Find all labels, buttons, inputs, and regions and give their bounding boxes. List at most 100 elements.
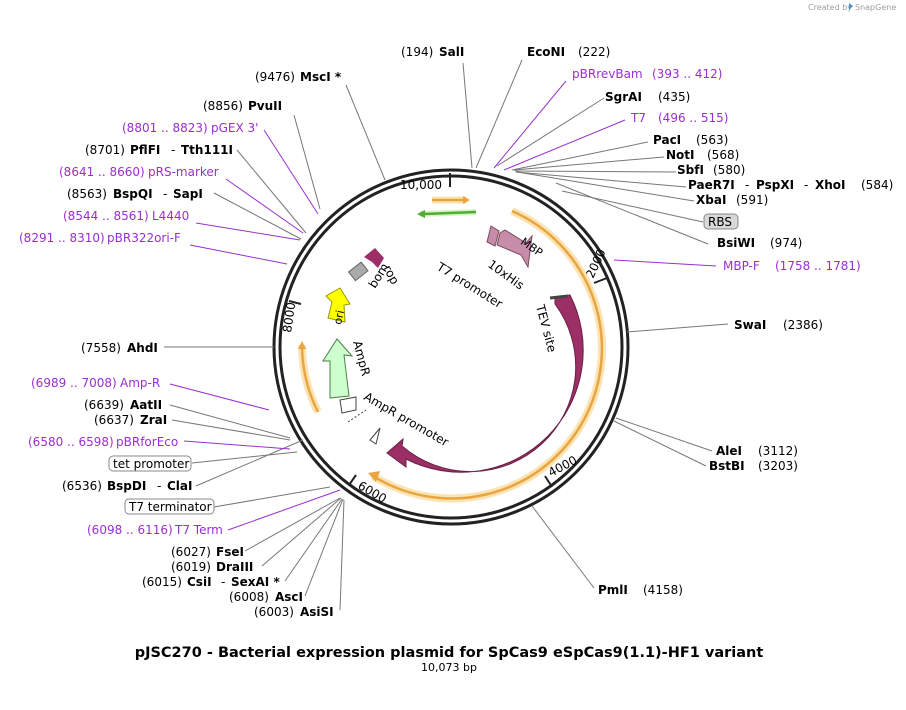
snapgene-logo: SnapGene: [849, 3, 896, 12]
site-sgrai[interactable]: SgrAI: [605, 90, 642, 104]
line-sgrai: [496, 97, 605, 167]
credit-text: Created by: [808, 3, 852, 12]
primer-pbrforeco[interactable]: pBRforEco: [116, 435, 178, 449]
site-pmli[interactable]: PmlI: [598, 583, 628, 597]
site-sali[interactable]: SalI: [439, 45, 464, 59]
site-ahdi[interactable]: AhdI: [127, 341, 158, 355]
primer-mbpf[interactable]: MBP-F: [723, 259, 760, 273]
site-asisi-pos: (6003): [254, 605, 294, 619]
site-xhoi[interactable]: XhoI: [815, 178, 846, 192]
feature-tev-label: TEV site: [533, 302, 559, 354]
site-clai[interactable]: ClaI: [167, 479, 192, 493]
box-tet-promoter: [108, 455, 192, 472]
line-aatii: [169, 404, 291, 439]
feature-mbp: [496, 229, 533, 269]
site-zrai[interactable]: ZraI: [140, 413, 167, 427]
site-csii[interactable]: CsiI: [187, 575, 212, 589]
site-econi[interactable]: EcoNI: [527, 45, 565, 59]
site-pspxi[interactable]: PspXI: [756, 178, 794, 192]
site-draiii[interactable]: DraIII: [216, 560, 253, 574]
site-pvuii[interactable]: PvuII: [248, 99, 282, 113]
site-pflfi[interactable]: PflFI: [130, 143, 160, 157]
plasmid-length: 10,073 bp: [421, 661, 477, 674]
primer-l4440[interactable]: L4440: [152, 209, 189, 223]
feature-ampr-label: AmpR: [350, 339, 373, 377]
box-tet-promoter-label[interactable]: tet promoter: [113, 457, 189, 471]
primer-mbpf-pos: (1758 .. 1781): [775, 259, 861, 273]
credit-brand: SnapGene: [855, 3, 896, 12]
orf-cas9-arrowhead: [368, 471, 380, 482]
site-bspdi[interactable]: BspDI: [107, 479, 146, 493]
box-t7-terminator: [124, 498, 215, 515]
line-bspdi: [195, 439, 304, 487]
orf-green-arrowhead: [417, 210, 425, 218]
feature-small-marker: [369, 427, 381, 445]
line-pmli: [531, 505, 595, 589]
line-sali: [462, 62, 473, 169]
site-asisi[interactable]: AsiSI: [300, 605, 334, 619]
site-tth111i[interactable]: Tth111I: [181, 143, 233, 157]
box-rbs-label[interactable]: RBS: [708, 215, 732, 229]
line-l4440: [195, 222, 301, 241]
primer-prsmarker[interactable]: pRS-marker: [148, 165, 219, 179]
site-sexai[interactable]: SexAI *: [231, 575, 280, 589]
site-swai[interactable]: SwaI: [734, 318, 766, 332]
tick-4000: [544, 475, 553, 488]
feature-his-label: 10xHis: [485, 257, 526, 292]
line-pbr322ori: [189, 244, 288, 265]
site-sbfi-pos: (580): [713, 163, 745, 177]
site-bspqi-pos: (8563): [67, 187, 107, 201]
site-pmli-pos: (4158): [643, 583, 683, 597]
site-asci[interactable]: AscI: [275, 590, 303, 604]
feature-ampr-promoter-dash: [347, 409, 367, 423]
site-bstbi[interactable]: BstBI: [709, 459, 745, 473]
site-msci[interactable]: MscI *: [300, 70, 342, 84]
tick-6000: [348, 474, 357, 486]
site-xbai[interactable]: XbaI: [696, 193, 726, 207]
site-pflfi-dash: -: [171, 143, 175, 157]
site-alei[interactable]: AleI: [716, 444, 742, 458]
box-rbs: [703, 213, 739, 230]
line-t7terminator: [213, 486, 331, 508]
line-asisi: [339, 499, 345, 611]
box-t7-terminator-label[interactable]: T7 terminator: [128, 500, 212, 514]
primer-pgex3[interactable]: pGEX 3': [211, 121, 258, 135]
site-pvuii-pos: (8856): [203, 99, 243, 113]
site-sali-pos: (194): [401, 45, 433, 59]
feature-cas9: [386, 294, 584, 473]
tick-marks: [288, 173, 608, 488]
orf-green: [423, 210, 477, 216]
site-asci-pos: (6008): [229, 590, 269, 604]
site-lines: [164, 59, 729, 611]
line-pbrforeco: [183, 440, 291, 450]
feature-his: [486, 225, 500, 247]
site-draiii-pos: (6019): [171, 560, 211, 574]
primer-pbr322ori-pos: (8291 .. 8310): [19, 231, 105, 245]
line-alei: [615, 417, 713, 452]
primer-pbrrevbam[interactable]: pBRrevBam: [572, 67, 643, 81]
tick-2000: [593, 277, 608, 284]
orf-ampr: [300, 344, 320, 413]
site-fsei[interactable]: FseI: [216, 545, 244, 559]
site-noti[interactable]: NotI: [666, 148, 695, 162]
site-paci[interactable]: PacI: [653, 133, 681, 147]
site-bsiwi[interactable]: BsiWI: [717, 236, 755, 250]
tick-label-10000: 10,000: [400, 178, 442, 192]
primer-t7term[interactable]: T7 Term: [174, 523, 223, 537]
line-t7: [503, 119, 626, 171]
line-pflfi: [236, 149, 307, 234]
tick-label-8000: 8000: [280, 301, 298, 333]
site-csii-dash: -: [221, 575, 225, 589]
primer-t7[interactable]: T7: [630, 111, 646, 125]
tick-8000: [288, 300, 302, 305]
line-t7term: [227, 489, 341, 531]
site-swai-pos: (2386): [783, 318, 823, 332]
site-sbfi[interactable]: SbfI: [677, 163, 704, 177]
site-paer7i[interactable]: PaeR7I: [688, 178, 735, 192]
primer-ampr[interactable]: Amp-R: [120, 376, 160, 390]
site-bspqi[interactable]: BspQI: [113, 187, 153, 201]
feature-cas9-label: Cas9: [515, 425, 545, 451]
site-aatii[interactable]: AatII: [130, 398, 162, 412]
primer-pbr322ori[interactable]: pBR322ori-F: [107, 231, 181, 245]
site-sapi[interactable]: SapI: [173, 187, 203, 201]
